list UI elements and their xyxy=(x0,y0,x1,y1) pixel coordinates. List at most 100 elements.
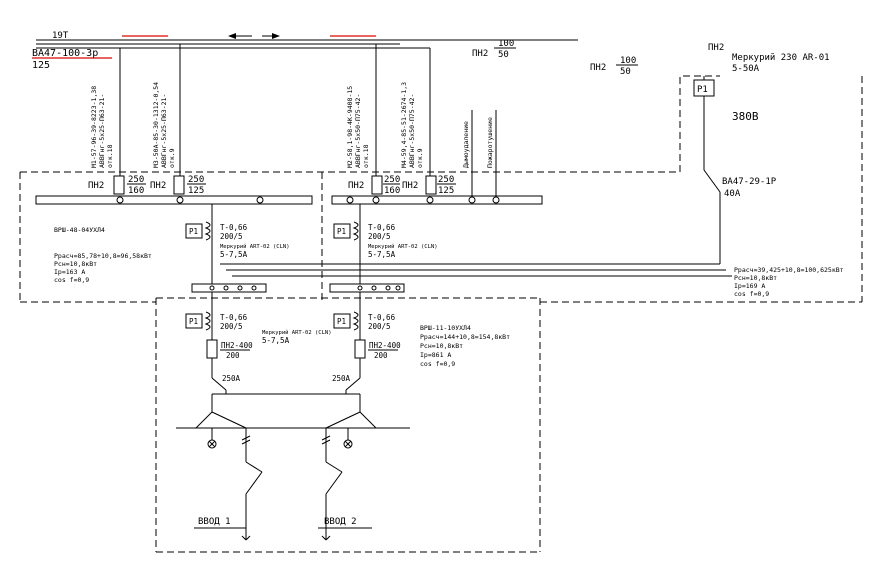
right-param-3: Iр=169 А xyxy=(734,282,765,290)
relay-label: P1 xyxy=(697,85,708,95)
fuse-body xyxy=(173,175,185,195)
ct-range: 5-7,5А xyxy=(262,336,290,345)
bus-node xyxy=(237,285,243,291)
fuse-body xyxy=(371,175,383,195)
bus-node xyxy=(256,196,264,204)
right-pn2-label: ПН2 xyxy=(708,43,724,53)
left-panel-param-4: cos f=0,9 xyxy=(54,276,89,284)
ct-lower-left: P1 Т-0,66 200/5 Меркурий ART-02 (CLN) 5-… xyxy=(185,292,332,378)
bus-node xyxy=(385,285,391,291)
feeder-4-line-2: АВВГнг-5х50-П75-42- xyxy=(408,94,416,168)
ct-meter: Меркурий ART-02 (CLN) xyxy=(262,330,332,336)
relay-box xyxy=(185,313,203,329)
ct-meter: Меркурий ART-02 (CLN) xyxy=(368,244,438,250)
fuse-2: ПН2 250 125 xyxy=(150,175,206,196)
feeder-2-line-3: отк.9 xyxy=(168,148,176,168)
relay-label: P1 xyxy=(189,227,198,236)
feeder-3-line-2: АВВГнг-5х50-П75-42- xyxy=(354,94,362,168)
input-breaker-left-icon xyxy=(245,471,263,495)
wire xyxy=(359,411,377,429)
ct-coil-icon xyxy=(204,311,211,331)
feeder-3-line-3: отк.18 xyxy=(362,144,370,168)
bus-node xyxy=(468,196,476,204)
ct-upper-right: P1 Т-0,66 200/5 Меркурий ART-02 (CLN) 5-… xyxy=(333,204,438,292)
input-breaker-right-icon xyxy=(325,471,343,495)
fuse-label: ПН2-400 xyxy=(221,341,253,350)
right-panel: ПН2 Меркурий 230 AR-01 5-50А 380В P1 ВА4… xyxy=(693,43,844,298)
left-panel-param-2: Рсн=10,8кВт xyxy=(54,260,97,268)
pn2-a-top: 100 xyxy=(498,39,514,49)
switch-left-icon xyxy=(211,377,227,391)
right-param-2: Рсн=10,8кВт xyxy=(734,274,777,282)
bus-node xyxy=(426,196,434,204)
arrow-up-icon xyxy=(241,535,247,541)
fuse-body xyxy=(425,175,437,195)
bus-node xyxy=(357,285,363,291)
ct-line-2: 200/5 xyxy=(368,322,391,331)
meter-line-1: Меркурий 230 AR-01 xyxy=(732,53,830,63)
fuse-1: ПН2 250 160 xyxy=(88,175,146,196)
right-breaker-line-1: ВА47-29-1Р xyxy=(722,177,777,187)
ct-meter: Меркурий ART-02 (CLN) xyxy=(220,244,290,250)
lamp-icon-cross xyxy=(344,440,352,448)
fuse-bottom: 200 xyxy=(226,351,240,360)
lower-panel-param-3: Iр=861 А xyxy=(420,351,451,359)
input-left-label: ВВОД 1 xyxy=(198,517,231,527)
fuse-label: ПН2 xyxy=(88,181,104,191)
breaker-rating: 125 xyxy=(32,60,50,71)
ct-range: 5-7,5А xyxy=(368,250,396,259)
breaker-switch-icon xyxy=(703,169,721,193)
left-panel-name: ВРШ-48-04УХЛ4 xyxy=(54,226,105,234)
right-breaker-line-2: 40А xyxy=(724,189,741,199)
bus-node xyxy=(372,196,380,204)
fuse-label: ПН2 xyxy=(150,181,166,191)
fuse-label: ПН2 xyxy=(402,181,418,191)
feeder-2-line-2: АВВГнг-5х25-П63-21- xyxy=(160,94,168,168)
fuse-4: ПН2 250 125 xyxy=(402,175,456,196)
left-panel-param-3: Iр=163 А xyxy=(54,268,85,276)
feeder-2-line-1: М3-50А-85-30-1312-0,54 xyxy=(152,82,160,168)
ct-line-1: Т-0,66 xyxy=(220,313,248,322)
lower-panel-name: ВРШ-11-10УХЛ4 xyxy=(420,324,471,332)
feeder-5-label: Дымоудаление xyxy=(462,121,470,168)
pn2-b-bottom: 50 xyxy=(620,67,631,77)
fuse-bottom: 160 xyxy=(128,186,144,196)
busbar-left xyxy=(35,195,313,205)
fuse-top: 250 xyxy=(384,175,400,185)
feeder-1-line-2: АВВГнг-5х25-П63-21- xyxy=(98,94,106,168)
ct-line-2: 200/5 xyxy=(220,232,243,241)
breaker-label: ВА47-100-3р xyxy=(32,48,98,59)
bus-node xyxy=(223,285,229,291)
lower-panel-param-1: Ррасч=144+10,8=154,8кВт xyxy=(420,333,510,341)
hash-mark xyxy=(241,439,251,445)
fuse-body xyxy=(354,339,366,359)
upper-panel-border-top xyxy=(20,75,720,173)
ct-line-2: 200/5 xyxy=(220,322,243,331)
input-right-line xyxy=(318,527,372,540)
feeder-1-line-1: М1-57-96-39-8223-1,38 xyxy=(90,86,98,168)
feeder-1-line-3: отк.18 xyxy=(106,144,114,168)
feeder-4-line-3: отк.9 xyxy=(416,148,424,168)
fuse-body xyxy=(113,175,125,195)
input-left-line xyxy=(194,527,247,540)
bus-node xyxy=(492,196,500,204)
ct-coil-icon xyxy=(204,221,211,241)
pn2-b-label: ПН2 xyxy=(590,63,606,73)
feeder-6-label: Пожаротушение xyxy=(486,117,494,168)
hash-mark xyxy=(321,439,331,445)
pn2-b-top: 100 xyxy=(620,56,636,66)
ct-range: 5-7,5А xyxy=(220,250,248,259)
hash-mark xyxy=(321,435,331,441)
ct-line-1: Т-0,66 xyxy=(368,223,396,232)
input-right-label: ВВОД 2 xyxy=(324,517,357,527)
pn2-a-bottom: 50 xyxy=(498,50,509,60)
lower-panel-param-2: Рсн=10,8кВт xyxy=(420,342,463,350)
fuse-top: 250 xyxy=(438,175,454,185)
relay-label: P1 xyxy=(337,317,346,326)
wire xyxy=(211,411,247,429)
fuse-body xyxy=(206,339,218,359)
sub-busbar-left xyxy=(191,283,267,293)
wire xyxy=(245,461,263,473)
fuse-bottom: 160 xyxy=(384,186,400,196)
wire xyxy=(325,411,361,429)
